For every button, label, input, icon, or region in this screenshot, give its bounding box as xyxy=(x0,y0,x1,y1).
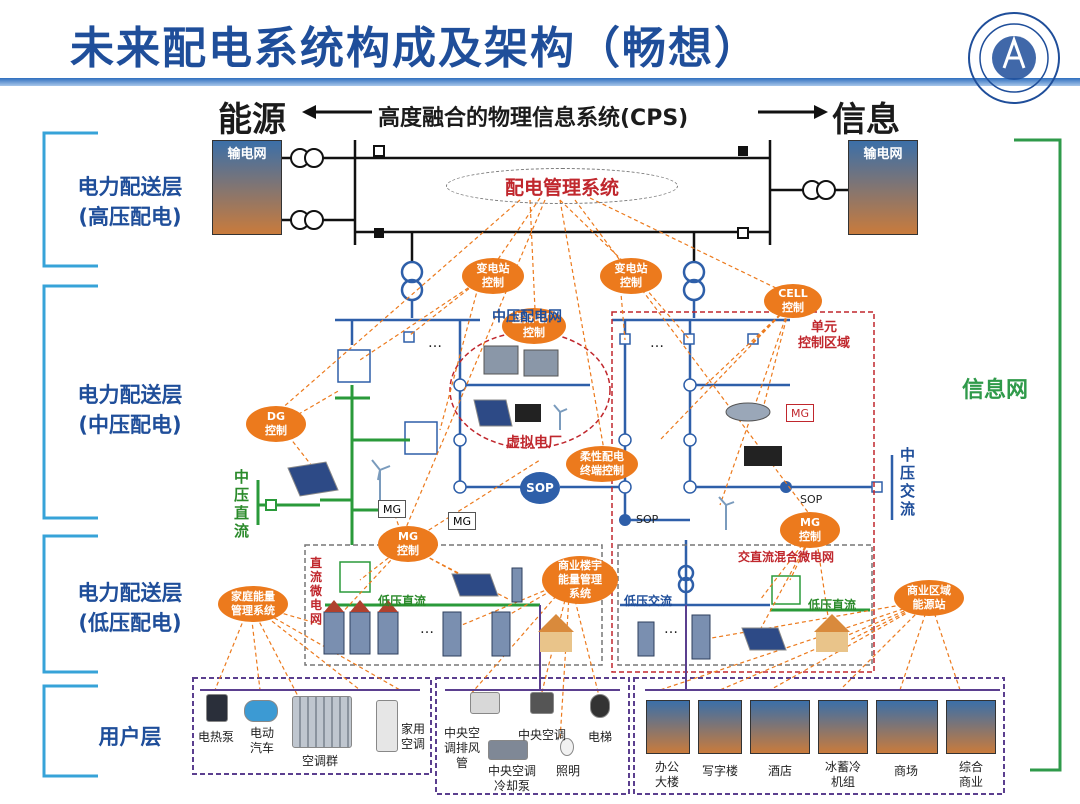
right-arrow-icon xyxy=(758,105,828,119)
sop-node: SOP xyxy=(520,472,560,504)
user-ev: 电动汽车 xyxy=(250,726,275,755)
user-home-ac: 家用空调 xyxy=(400,722,425,751)
user-lighting: 照明 xyxy=(556,764,581,778)
user-office: 办公大楼 xyxy=(654,760,679,789)
user-ice-storage: 冰蓄冷机组 xyxy=(824,760,861,789)
elevator-icon xyxy=(590,694,610,718)
substation-control-bubble: 变电站控制 xyxy=(462,258,524,294)
more-feeders-dots: … xyxy=(428,335,442,351)
more-loads-dots: … xyxy=(664,621,678,637)
mvdc-label: 中压直流 xyxy=(234,468,250,540)
hotel-image xyxy=(750,700,810,754)
user-central-ac: 中央空调 xyxy=(518,728,567,742)
user-elevator: 电梯 xyxy=(588,730,613,744)
lighting-icon xyxy=(560,738,574,756)
ice-storage-image xyxy=(818,700,868,754)
lvdc-label: 低压直流 xyxy=(378,594,427,608)
cooling-pump-image xyxy=(488,740,528,760)
layer-brackets xyxy=(42,131,98,778)
university-seal-icon xyxy=(968,12,1060,104)
mg-block: MG xyxy=(378,500,406,518)
page-title: 未来配电系统构成及架构（畅想） xyxy=(70,23,760,74)
mv-network-label: 中压配电网 xyxy=(492,309,562,325)
cell-zone-label: 单元控制区域 xyxy=(798,320,851,351)
user-cooling-pump: 中央空调冷却泵 xyxy=(487,764,536,793)
building-energy-bubble: 商业楼宇能量管理系统 xyxy=(542,556,618,604)
cps-heading: 高度融合的物理信息系统(CPS) xyxy=(378,106,689,131)
transmission-label-left: 输电网 xyxy=(227,147,267,162)
mvac-label: 中压交流 xyxy=(900,446,916,518)
central-ac-image xyxy=(530,692,554,714)
more-feeders-dots: … xyxy=(650,335,664,351)
vpp-control-bubble: 虚拟电厂控制 xyxy=(502,308,566,344)
user-ac-cluster: 空调群 xyxy=(302,754,339,768)
sop-label: SOP xyxy=(800,493,823,506)
home-energy-bubble: 家庭能量管理系统 xyxy=(218,586,288,622)
office-tower-image xyxy=(698,700,742,754)
transmission-tower-image: 输电网 xyxy=(848,140,918,235)
energy-heading: 能源 xyxy=(218,100,286,140)
substation-control-bubble: 变电站控制 xyxy=(600,258,662,294)
lvac-label: 低压交流 xyxy=(624,594,673,608)
ev-image xyxy=(244,700,278,722)
user-complex: 综合商业 xyxy=(958,760,983,789)
mall-image xyxy=(876,700,938,754)
sop-label: SOP xyxy=(636,513,659,526)
layer-mid: 电力配送层(中压配电) xyxy=(77,383,183,437)
mg-block: MG xyxy=(448,512,476,530)
more-loads-dots: … xyxy=(420,621,434,637)
user-mall: 商场 xyxy=(894,764,919,778)
user-ac-exhaust: 中央空调排风管 xyxy=(443,726,480,770)
user-hotel: 酒店 xyxy=(768,764,793,778)
mg-block: MG xyxy=(786,404,814,422)
info-bracket xyxy=(1014,138,1062,772)
heat-pump-image xyxy=(206,694,228,722)
dc-microgrid-label: 直流微电网 xyxy=(310,556,323,626)
district-energy-bubble: 商业区域能源站 xyxy=(894,580,964,616)
layer-high: 电力配送层(高压配电) xyxy=(77,175,183,229)
home-ac-image xyxy=(376,700,398,752)
left-arrow-icon xyxy=(302,105,372,119)
ceiling-ac-image xyxy=(470,692,500,714)
hybrid-microgrid-label: 交直流混合微电网 xyxy=(738,550,835,564)
dms-ellipse: 配电管理系统 xyxy=(446,168,678,204)
flexible-terminal-control-bubble: 柔性配电终端控制 xyxy=(566,446,638,482)
info-network-label: 信息网 xyxy=(962,378,1029,403)
lvdc-label-right: 低压直流 xyxy=(808,598,857,612)
title-underline xyxy=(0,78,1080,86)
user-heat-pump: 电热泵 xyxy=(198,730,235,744)
layer-low: 电力配送层(低压配电) xyxy=(77,581,183,635)
ac-cluster-image xyxy=(292,696,352,748)
vpp-zone-label: 虚拟电厂 xyxy=(506,435,562,451)
office-building-image xyxy=(646,700,690,754)
info-heading: 信息 xyxy=(832,100,900,140)
transmission-tower-image: 输电网 xyxy=(212,140,282,235)
complex-image xyxy=(946,700,996,754)
layer-user: 用户层 xyxy=(98,725,162,749)
user-office-tower: 写字楼 xyxy=(702,764,739,778)
transmission-label-right: 输电网 xyxy=(863,147,903,162)
dms-label: 配电管理系统 xyxy=(504,176,619,199)
